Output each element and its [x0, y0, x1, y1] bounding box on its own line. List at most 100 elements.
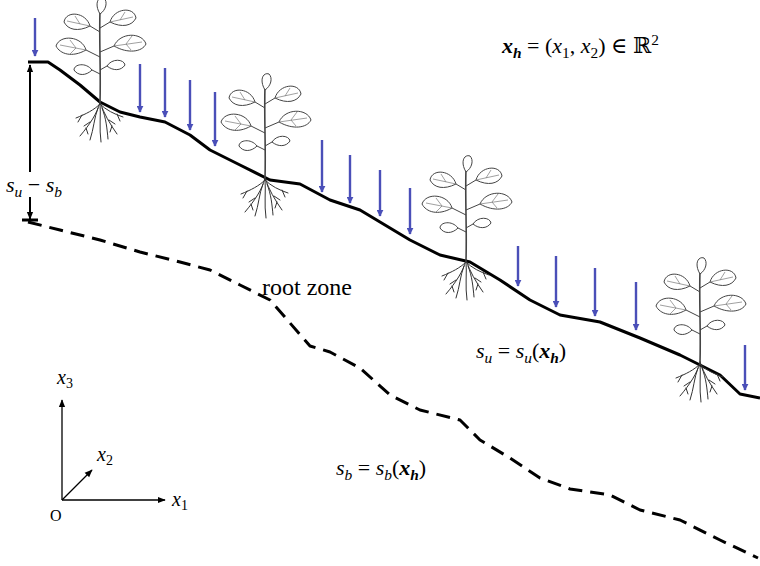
label-glyph: O: [50, 507, 62, 524]
label-glyph: h: [410, 466, 419, 483]
label-glyph: [40, 172, 46, 197]
label-glyph: [352, 455, 358, 480]
label-glyph: [301, 274, 307, 300]
rainfall-arrows: [35, 18, 745, 390]
bottom-label: sb = sb(xh): [333, 455, 429, 480]
label-glyph: [370, 455, 376, 480]
surface-label: su = su(xh): [473, 338, 569, 363]
rain-arrow: [744, 345, 746, 390]
label-glyph: s: [6, 172, 15, 197]
dimension-line: [29, 65, 31, 140]
region-label: root zone: [262, 274, 352, 302]
rain-arrow: [555, 256, 557, 307]
label-glyph: [22, 172, 28, 197]
label-glyph: b: [54, 183, 62, 200]
axis-x2: [62, 470, 92, 500]
dimension-label: su − sb: [3, 172, 65, 197]
rain-arrow: [214, 92, 216, 146]
plant: [221, 74, 311, 218]
rain-arrow: [349, 155, 351, 203]
label-glyph: o: [282, 274, 294, 300]
label-glyph: 2: [591, 44, 599, 61]
label-glyph: ): [559, 338, 566, 363]
label-glyph: (: [392, 455, 399, 480]
axis-label: x2: [97, 443, 113, 466]
label-glyph: x: [539, 338, 550, 363]
label-glyph: b: [345, 466, 353, 483]
label-glyph: u: [15, 183, 23, 200]
label-glyph: [522, 33, 528, 58]
label-glyph: 1: [181, 498, 188, 513]
plant: [422, 156, 512, 300]
label-glyph: ℝ: [633, 33, 651, 58]
label-glyph: ∈: [611, 33, 627, 58]
label-glyph: b: [384, 466, 392, 483]
label-glyph: [627, 33, 633, 58]
label-glyph: 2: [651, 31, 659, 48]
origin-label: O: [50, 507, 62, 525]
label-glyph: x: [581, 33, 591, 58]
root-zone-bottom: [28, 222, 758, 558]
axis-label: x3: [57, 366, 73, 389]
label-glyph: =: [358, 455, 370, 480]
plant: [656, 258, 746, 402]
coordinate-label: xh = (x1, x2) ∈ ℝ2: [502, 33, 659, 58]
label-glyph: s: [376, 455, 385, 480]
label-glyph: s: [46, 172, 55, 197]
label-glyph: −: [28, 172, 40, 197]
rain-arrow: [635, 282, 637, 330]
rain-arrow: [517, 246, 519, 286]
label-glyph: (: [532, 338, 539, 363]
rain-arrow: [139, 64, 141, 112]
label-glyph: s: [336, 455, 345, 480]
label-glyph: =: [527, 33, 539, 58]
label-glyph: t: [294, 274, 301, 300]
label-glyph: [492, 338, 498, 363]
label-glyph: 2: [106, 453, 113, 468]
label-glyph: ,: [570, 33, 576, 58]
label-glyph: [539, 33, 545, 58]
axis-x3: [61, 400, 62, 500]
soil-surface: [28, 62, 760, 398]
label-glyph: 3: [66, 376, 73, 391]
rain-arrow: [164, 68, 166, 117]
rain-arrow: [379, 170, 381, 216]
label-glyph: [606, 33, 612, 58]
label-glyph: x: [399, 455, 410, 480]
label-glyph: u: [485, 349, 493, 366]
rain-arrow: [321, 140, 323, 192]
axis-label: x1: [172, 488, 188, 511]
dimension-bar: [22, 219, 38, 222]
rain-arrow: [34, 18, 36, 56]
label-glyph: h: [550, 349, 559, 366]
rain-arrow: [594, 268, 596, 316]
label-glyph: z: [307, 274, 318, 300]
label-glyph: ): [419, 455, 426, 480]
label-glyph: [575, 33, 581, 58]
label-glyph: s: [476, 338, 485, 363]
rain-arrow: [409, 188, 411, 234]
label-glyph: x: [172, 488, 181, 510]
label-glyph: x: [97, 443, 106, 465]
label-glyph: o: [317, 274, 329, 300]
label-glyph: 1: [562, 44, 570, 61]
label-glyph: x: [552, 33, 562, 58]
label-glyph: h: [513, 44, 522, 61]
label-glyph: [510, 338, 516, 363]
label-glyph: e: [341, 274, 352, 300]
label-glyph: s: [516, 338, 525, 363]
label-glyph: ): [598, 33, 605, 58]
rain-arrow: [189, 80, 191, 130]
label-glyph: x: [57, 366, 66, 388]
label-glyph: u: [524, 349, 532, 366]
label-glyph: n: [329, 274, 341, 300]
label-glyph: o: [270, 274, 282, 300]
label-glyph: =: [498, 338, 510, 363]
label-glyph: r: [262, 274, 270, 300]
axis-x1: [62, 499, 165, 500]
label-glyph: (: [545, 33, 552, 58]
coordinate-axes: [62, 400, 165, 500]
label-glyph: x: [502, 33, 513, 58]
